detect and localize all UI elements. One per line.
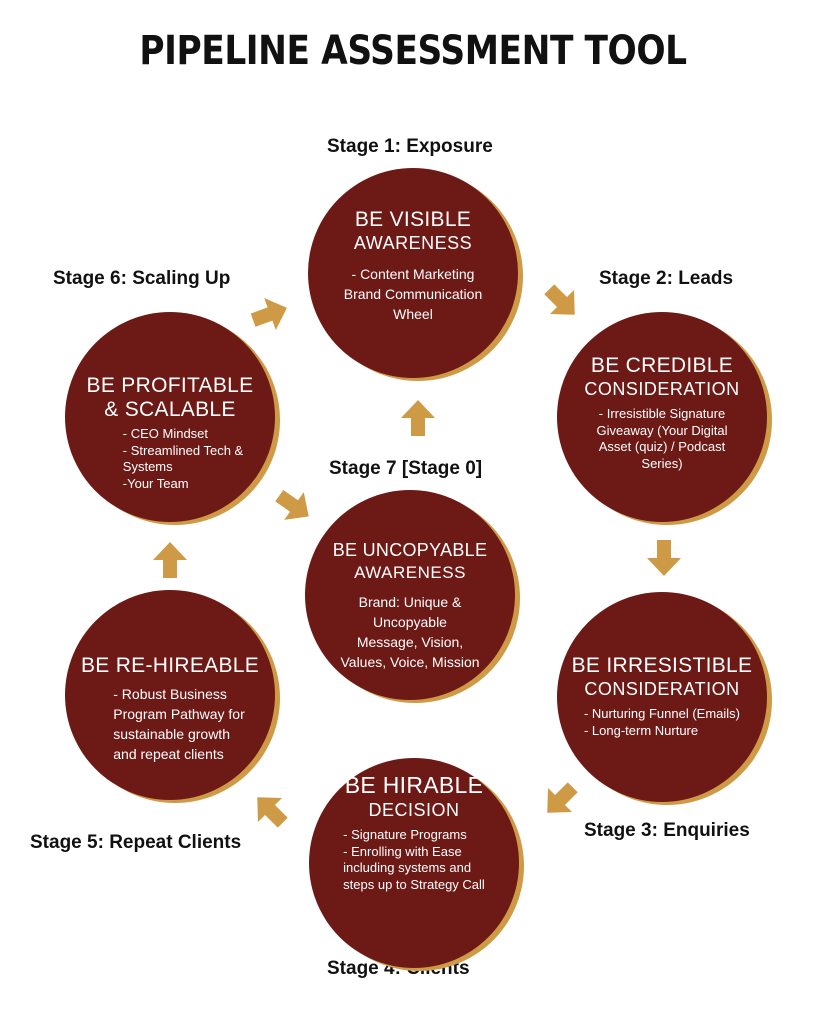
stage-7-label: Stage 7 [Stage 0] [329, 458, 483, 479]
circle-be-hirable: BE HIRABLE DECISION - Signature Programs… [309, 758, 519, 968]
circle-title: BE VISIBLE [354, 208, 472, 231]
stage-6-label: Stage 6: Scaling Up [53, 268, 231, 289]
body-line: Message, Vision, [356, 634, 464, 650]
circle-subtitle: AWARENESS [354, 563, 466, 582]
stage-2-label: Stage 2: Leads [599, 268, 734, 289]
body-line: - Content Marketing [351, 266, 475, 282]
body-line: Systems [122, 459, 173, 474]
body-line: - Robust Business [113, 686, 227, 702]
circle-subtitle: DECISION [368, 800, 460, 820]
body-line: Program Pathway for [113, 706, 245, 722]
circle-body: - Content Marketing Brand Communication … [332, 264, 495, 324]
circle-be-rehireable: BE RE-HIREABLE - Robust Business Program… [65, 590, 275, 800]
circle-title: BE PROFITABLE [86, 374, 254, 397]
body-line: Brand Communication [343, 286, 483, 302]
arrow-up-icon [153, 542, 187, 578]
arrow-down-right-icon [275, 489, 309, 520]
body-line: - Nurturing Funnel (Emails) [583, 706, 741, 721]
circle-subtitle: CONSIDERATION [584, 679, 740, 699]
body-line: - Signature Programs [343, 827, 467, 842]
arrow-up-icon [401, 400, 435, 436]
circle-subtitle: CONSIDERATION [584, 379, 740, 399]
circle-body: - Nurturing Funnel (Emails) - Long-term … [572, 706, 752, 739]
body-line: - Irresistible Signature [598, 406, 726, 421]
circle-be-visible: BE VISIBLE AWARENESS - Content Marketing… [308, 168, 518, 378]
arrow-down-icon [647, 540, 681, 576]
body-line: -Your Team [122, 475, 189, 491]
circle-be-credible: BE CREDIBLE CONSIDERATION - Irresistible… [557, 312, 767, 522]
arrow-up-left-icon [257, 797, 288, 828]
stage-1-label: Stage 1: Exposure [327, 136, 493, 157]
circle-title: BE UNCOPYABLE [332, 540, 488, 560]
body-line: Brand: Unique & [358, 594, 462, 610]
circle-body: - CEO Mindset - Streamlined Tech & Syste… [85, 426, 255, 492]
body-line: - Enrolling with Ease [343, 843, 462, 859]
page-title: PIPELINE ASSESSMENT TOOL [139, 28, 687, 74]
circle-title: BE RE-HIREABLE [80, 654, 260, 677]
body-line: Uncopyable [373, 614, 447, 630]
body-line: steps up to Strategy Call [343, 876, 485, 892]
circle-title-line-2: & SCALABLE [104, 398, 236, 421]
stage-3-label: Stage 3: Enquiries [584, 820, 750, 841]
body-line: - Long-term Nurture [583, 722, 699, 738]
circle-title: BE HIRABLE [344, 772, 484, 798]
circle-be-uncopyable: BE UNCOPYABLE AWARENESS Brand: Unique & … [305, 490, 515, 700]
body-line: and repeat clients [113, 746, 224, 762]
stage-5-label: Stage 5: Repeat Clients [30, 832, 242, 853]
body-line: including systems and [343, 860, 472, 875]
body-line: Giveaway (Your Digital [596, 422, 728, 438]
body-line: - Streamlined Tech & [122, 442, 244, 458]
circle-be-irresistible: BE IRRESISTIBLE CONSIDERATION - Nurturin… [557, 592, 767, 802]
body-line: Wheel [393, 306, 433, 322]
circle-body: Brand: Unique & Uncopyable Message, Visi… [328, 592, 491, 672]
arrow-down-left-icon [547, 782, 578, 813]
arrow-down-right-icon [544, 284, 575, 315]
circle-be-profitable: BE PROFITABLE & SCALABLE - CEO Mindset -… [65, 312, 275, 522]
circle-title: BE IRRESISTIBLE [571, 654, 753, 677]
circle-title: BE CREDIBLE [590, 354, 734, 377]
body-line: Values, Voice, Mission [340, 654, 480, 670]
circle-body: - Signature Programs - Enrolling with Ea… [331, 827, 497, 893]
circle-subtitle: AWARENESS [353, 233, 473, 253]
body-line: - CEO Mindset [122, 426, 209, 441]
body-line: Series) [641, 455, 683, 471]
circle-body: - Robust Business Program Pathway for su… [83, 684, 257, 764]
body-line: Asset (quiz) / Podcast [598, 439, 726, 454]
circle-body: - Irresistible Signature Giveaway (Your … [584, 406, 739, 472]
arrow-right-icon [250, 298, 287, 330]
body-line: sustainable growth [113, 726, 230, 742]
